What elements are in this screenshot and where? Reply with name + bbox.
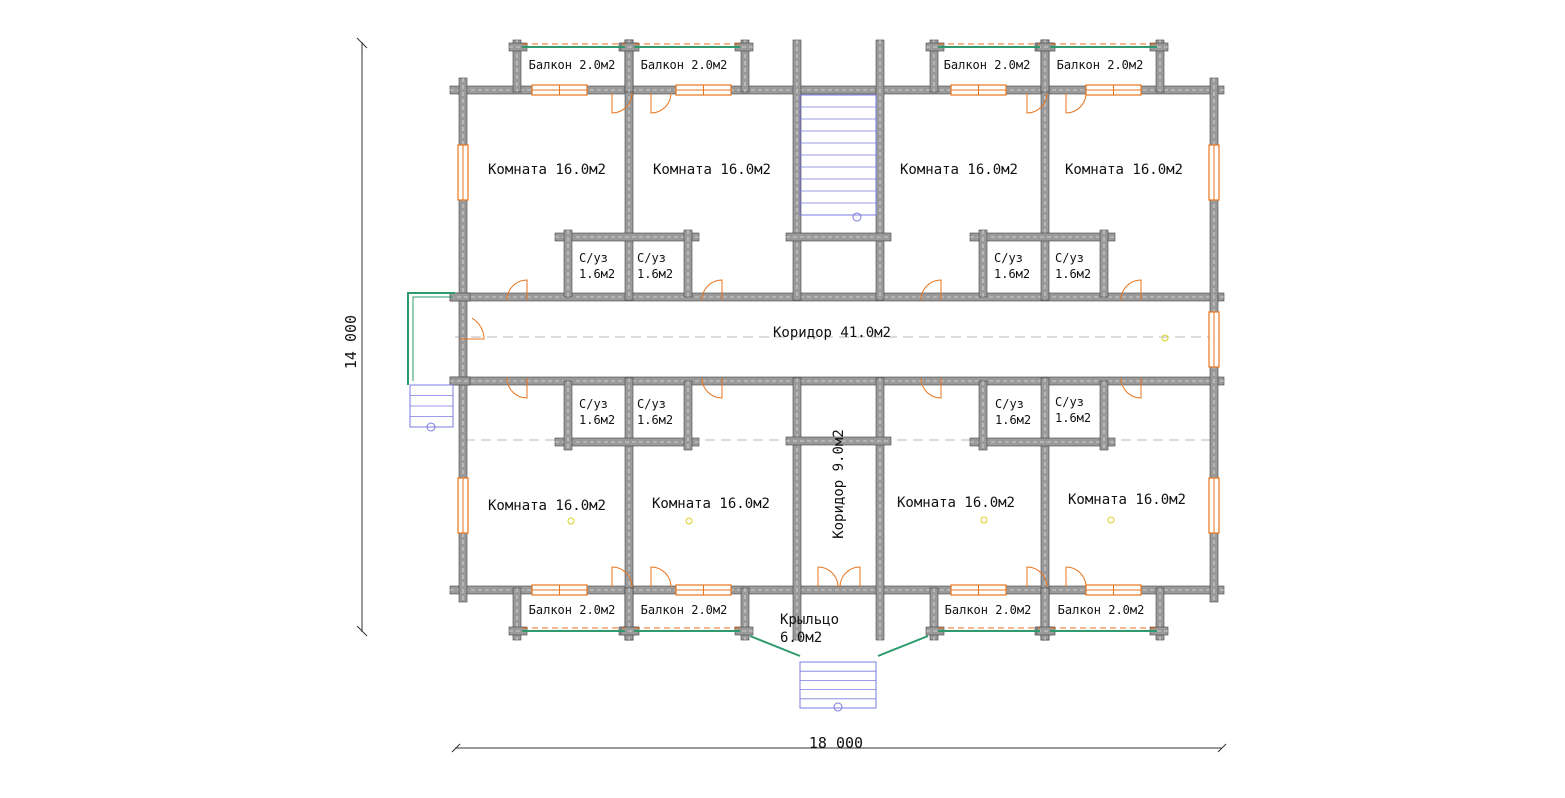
railings-layer: [407, 43, 1157, 657]
bathroom-name-8: С/уз: [1055, 395, 1084, 409]
door-swing: [460, 317, 485, 340]
door-swing: [839, 566, 861, 588]
room-label-top-2: Комната 16.0м2: [653, 162, 771, 178]
balcony-label-top-1: Балкон 2.0м2: [529, 58, 616, 72]
room-label-bottom-3: Комната 16.0м2: [897, 495, 1015, 511]
porch-name-label: Крыльцо: [780, 612, 839, 628]
door-swing: [611, 566, 633, 588]
width-dimension: 18 000: [809, 734, 863, 752]
room-label-top-3: Комната 16.0м2: [900, 162, 1018, 178]
light-marker: [567, 517, 575, 525]
stairs-layer: [409, 94, 1169, 712]
corridor-main-label: Коридор 41.0м2: [773, 325, 891, 341]
stair-marker: [833, 702, 843, 712]
corridor-small-label: Коридор 9.0м2: [831, 429, 847, 539]
door-swing: [650, 92, 672, 114]
door-swing: [701, 377, 723, 399]
bathroom-name-2: С/уз: [637, 251, 666, 265]
light-marker: [685, 517, 693, 525]
height-dimension: 14 000: [342, 315, 360, 369]
door-swing: [1065, 566, 1087, 588]
dimensions-layer: 18 000 14 000: [342, 37, 1227, 753]
bathroom-area-1: 1.6м2: [579, 267, 615, 281]
balcony-label-bottom-2: Балкон 2.0м2: [641, 603, 728, 617]
bathroom-name-1: С/уз: [579, 251, 608, 265]
bathroom-area-4: 1.6м2: [1055, 267, 1091, 281]
vertical-wall: [792, 377, 802, 641]
room-label-bottom-2: Комната 16.0м2: [652, 496, 770, 512]
door-swing: [817, 566, 839, 588]
bathroom-area-6: 1.6м2: [637, 413, 673, 427]
stair-marker: [426, 422, 436, 432]
door-swing: [1120, 279, 1142, 301]
entrance-railing: [412, 296, 453, 381]
door-swing: [1120, 377, 1142, 399]
stair: [799, 661, 877, 709]
door-swing: [1065, 92, 1087, 114]
bathroom-area-7: 1.6м2: [995, 413, 1031, 427]
bathroom-name-7: С/уз: [995, 397, 1024, 411]
vertical-wall: [875, 377, 885, 641]
door-swing: [506, 377, 528, 399]
porch-railing: [877, 635, 929, 657]
door-swing: [920, 279, 942, 301]
bathroom-name-6: С/уз: [637, 397, 666, 411]
balcony-label-top-4: Балкон 2.0м2: [1057, 58, 1144, 72]
balcony-label-bottom-1: Балкон 2.0м2: [529, 603, 616, 617]
bathroom-area-2: 1.6м2: [637, 267, 673, 281]
bathroom-area-3: 1.6м2: [994, 267, 1030, 281]
balcony-label-bottom-4: Балкон 2.0м2: [1058, 603, 1145, 617]
door-swing: [506, 279, 528, 301]
bathroom-name-4: С/уз: [1055, 251, 1084, 265]
bathroom-name-3: С/уз: [994, 251, 1023, 265]
door-swing: [650, 566, 672, 588]
room-label-bottom-1: Комната 16.0м2: [488, 498, 606, 514]
bathroom-area-5: 1.6м2: [579, 413, 615, 427]
windows-layer: [457, 84, 1220, 596]
door-swing: [1026, 92, 1048, 114]
room-label-bottom-4: Комната 16.0м2: [1068, 492, 1186, 508]
porch-area-label: 6.0м2: [780, 630, 822, 646]
door-swing: [611, 92, 633, 114]
walls-layer: [449, 39, 1225, 641]
door-swing: [701, 279, 723, 301]
balcony-label-top-2: Балкон 2.0м2: [641, 58, 728, 72]
light-marker: [1161, 334, 1169, 342]
entrance-railing: [407, 292, 455, 385]
light-marker: [1107, 516, 1115, 524]
room-label-top-1: Комната 16.0м2: [488, 162, 606, 178]
room-label-top-4: Комната 16.0м2: [1065, 162, 1183, 178]
light-marker: [980, 516, 988, 524]
balcony-label-top-3: Балкон 2.0м2: [944, 58, 1031, 72]
porch-railing: [749, 635, 801, 657]
stair-marker: [852, 212, 862, 222]
bathroom-area-8: 1.6м2: [1055, 411, 1091, 425]
labels-layer: Комната 16.0м2 Комната 16.0м2 Комната 16…: [488, 58, 1186, 646]
bathroom-name-5: С/уз: [579, 397, 608, 411]
doors-layer: [460, 92, 1142, 588]
balcony-label-bottom-3: Балкон 2.0м2: [945, 603, 1032, 617]
door-swing: [1026, 566, 1048, 588]
door-swing: [920, 377, 942, 399]
